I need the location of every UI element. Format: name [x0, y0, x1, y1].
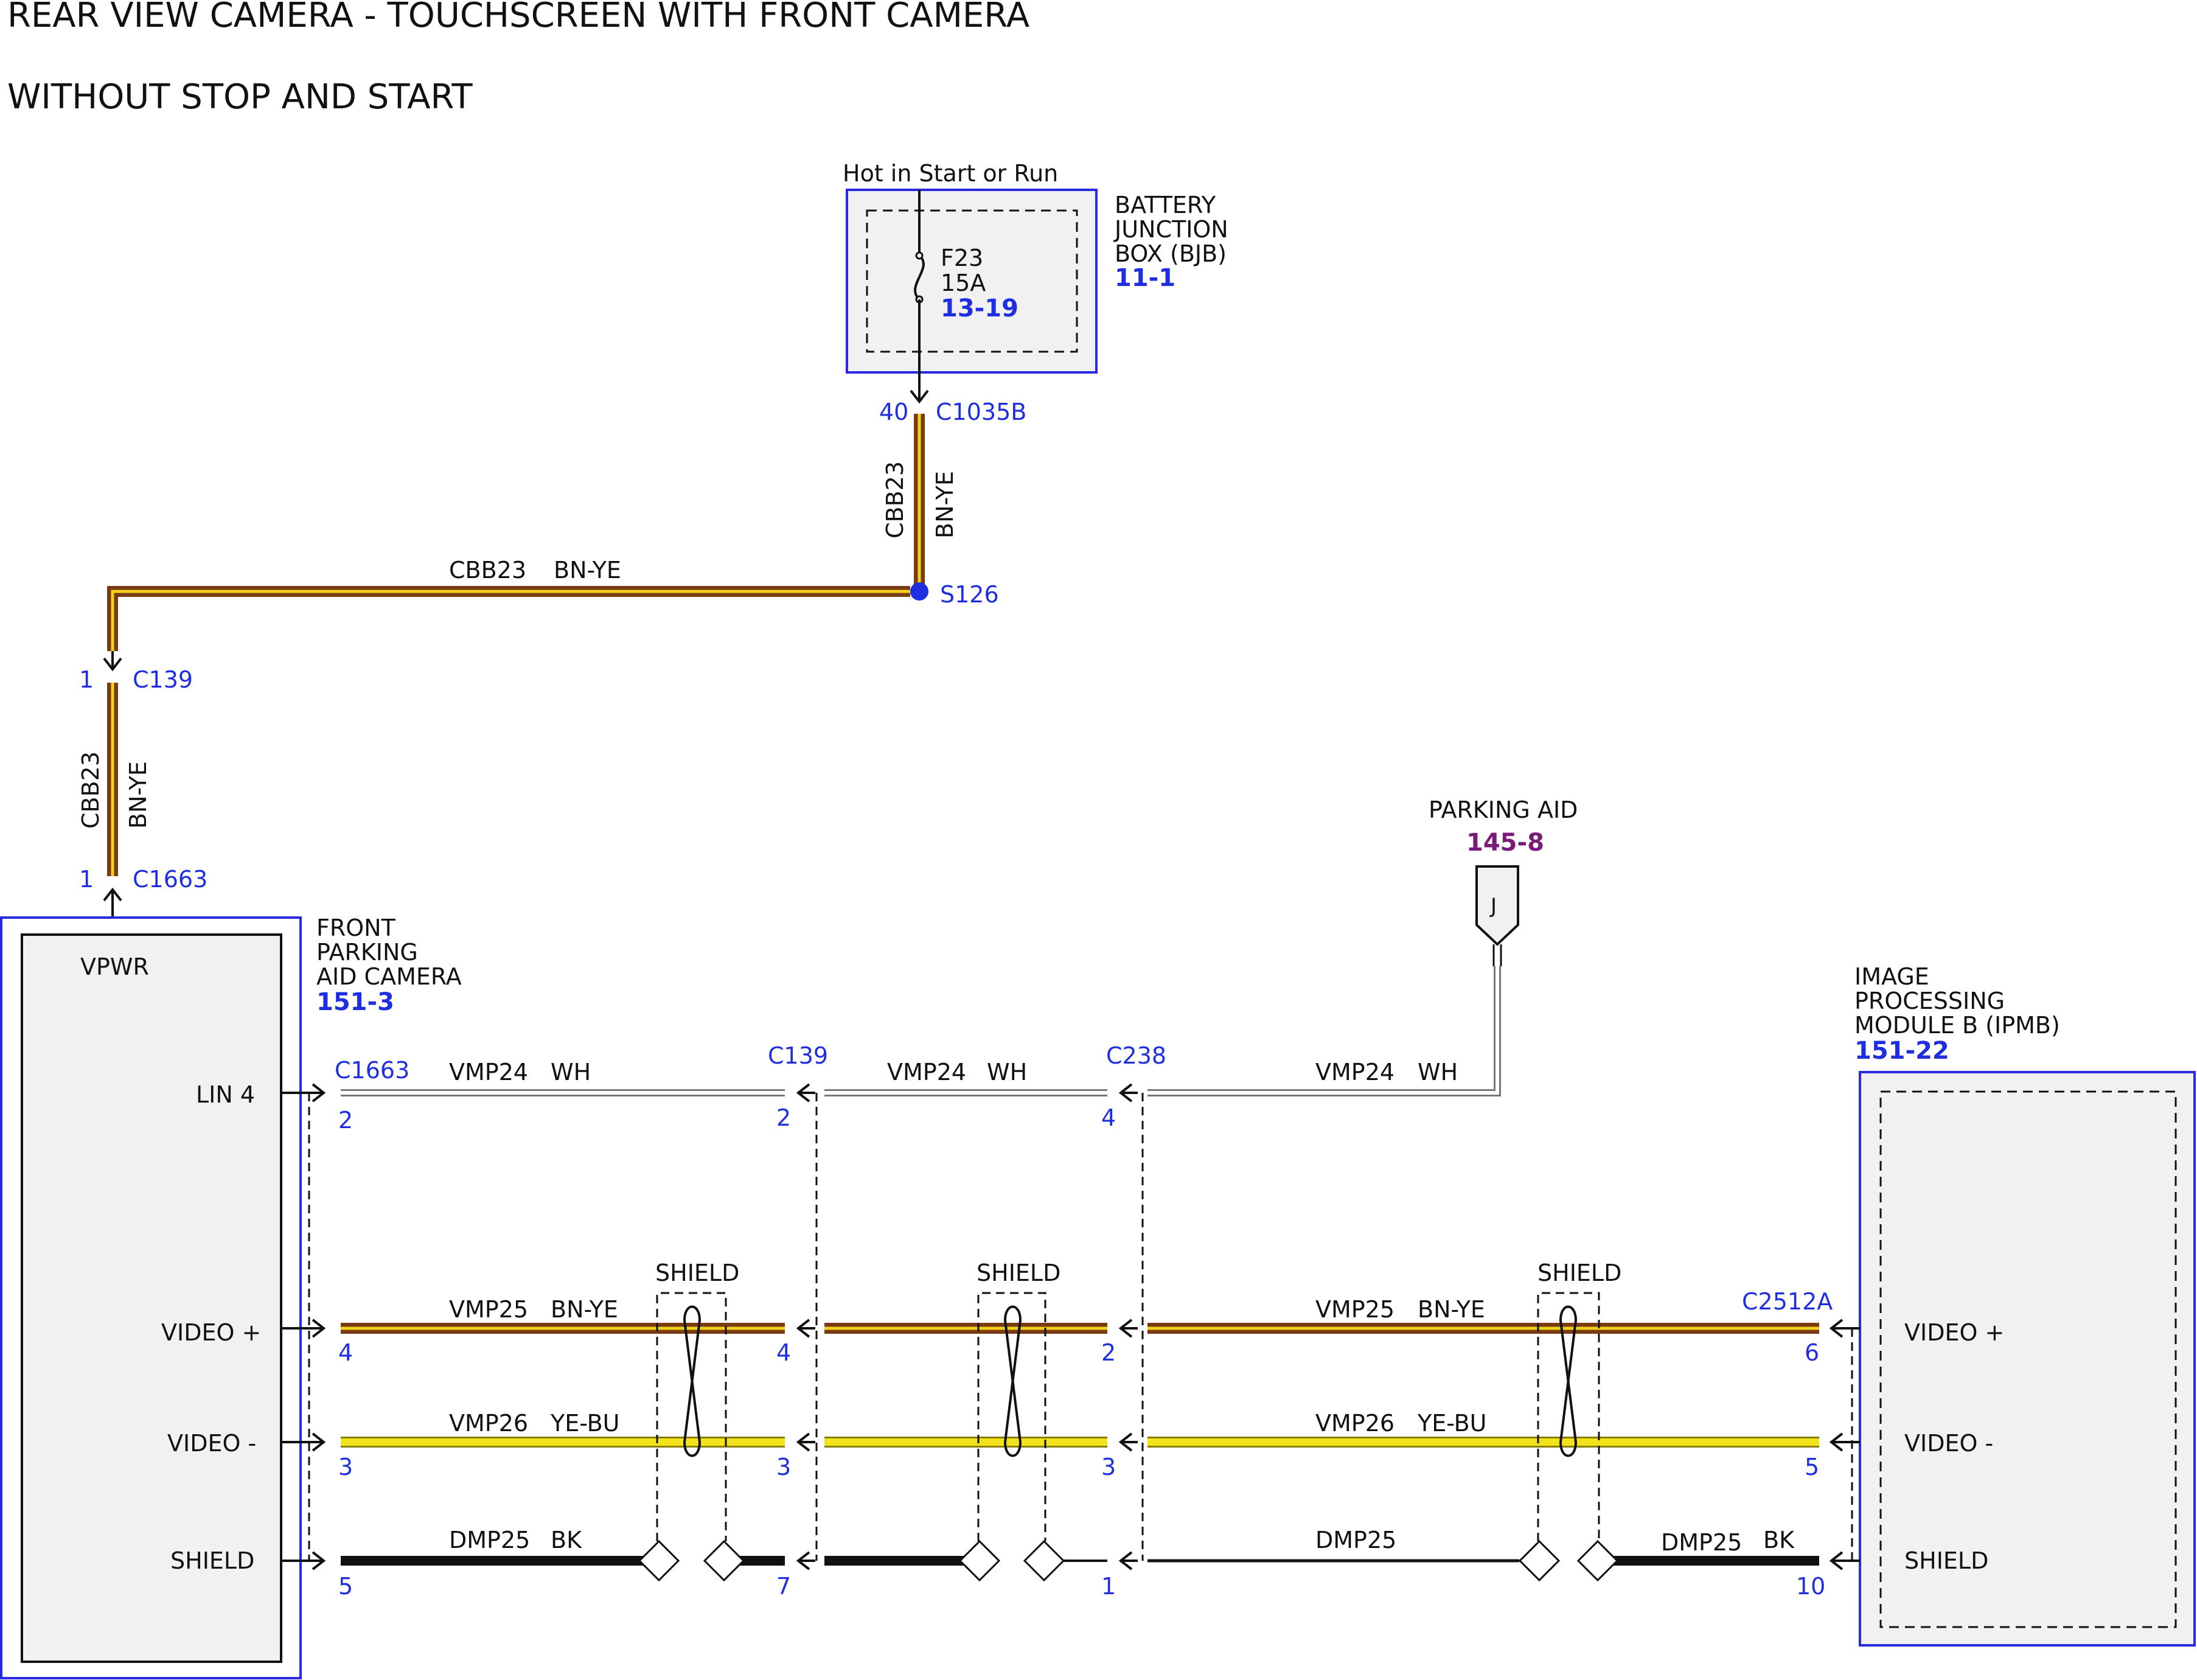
camera-page-ref[interactable]: 151-3	[316, 988, 394, 1016]
pin-c2512a-shield: 10	[1796, 1573, 1825, 1600]
parking-aid-page-ref[interactable]: 145-8	[1466, 829, 1544, 857]
wire-vneg-color-2: YE-BU	[1417, 1410, 1486, 1437]
wire-shield-color-3: BK	[1763, 1527, 1795, 1553]
shield-label-1: SHIELD	[655, 1260, 739, 1286]
wire-cbb23-color-vertical-bottom: BN-YE	[125, 761, 151, 829]
splice-s126	[910, 582, 928, 601]
pin-c139-shield: 7	[776, 1573, 791, 1600]
pin-c1663-power: 1	[79, 866, 94, 893]
connector-c238-name[interactable]: C238	[1106, 1042, 1166, 1069]
wire-lin-circuit-1: VMP24	[449, 1059, 528, 1086]
wire-vpos-circuit-1: VMP25	[449, 1296, 528, 1323]
pin-c1663-shield: 5	[338, 1573, 353, 1600]
wire-shield-circuit-2: DMP25	[1315, 1527, 1396, 1553]
wire-vneg-circuit-2: VMP26	[1315, 1410, 1394, 1437]
connector-c2512a-name[interactable]: C2512A	[1742, 1288, 1833, 1315]
ipmb-page-ref[interactable]: 151-22	[1854, 1037, 1949, 1065]
splice-s126-label: S126	[940, 581, 999, 608]
wire-vpos-circuit-2: VMP25	[1315, 1296, 1394, 1323]
fuse-name: F23	[941, 245, 983, 271]
ipmb-name-line1: IMAGE	[1854, 963, 1929, 990]
wire-lin-color-3: WH	[1418, 1059, 1458, 1086]
camera-module-box	[21, 933, 282, 1663]
wire-lin-color-2: WH	[987, 1059, 1027, 1086]
wire-vneg-circuit-1: VMP26	[449, 1410, 528, 1437]
pin-c2512a-vpos: 6	[1805, 1339, 1819, 1366]
shield-group-2	[977, 1292, 1046, 1541]
pin-c1663-lin: 2	[338, 1107, 353, 1134]
wire-vpos-color-1: BN-YE	[551, 1296, 618, 1323]
wire-lin-circuit-3: VMP24	[1315, 1059, 1394, 1086]
pin-c238-vneg: 3	[1101, 1454, 1116, 1480]
pin-c139-lin: 2	[776, 1104, 791, 1131]
shield-group-3	[1537, 1292, 1600, 1541]
fuse-ref[interactable]: 13-19	[941, 295, 1018, 322]
bjb-page-ref[interactable]: 11-1	[1115, 264, 1175, 292]
camera-name-line2: PARKING	[316, 939, 418, 966]
pin-c139-power: 1	[79, 666, 94, 693]
bjb-name-line2: JUNCTION	[1113, 216, 1228, 243]
camera-pin-video-neg: VIDEO -	[167, 1430, 256, 1457]
wire-cbb23-color-vertical-top: BN-YE	[931, 471, 958, 539]
wire-shield-circuit-1: DMP25	[449, 1527, 530, 1553]
ipmb-inner-box	[1879, 1090, 2177, 1628]
bjb-supply-label: Hot in Start or Run	[843, 160, 1058, 187]
pin-c238-lin: 4	[1101, 1104, 1116, 1131]
fuse-f23-icon	[914, 254, 925, 301]
camera-pin-shield: SHIELD	[170, 1547, 254, 1574]
connector-c139-power[interactable]: C139	[133, 666, 193, 693]
connector-c1663-power[interactable]: C1663	[133, 866, 207, 893]
ipmb-name-line3: MODULE B (IPMB)	[1854, 1012, 2060, 1039]
bjb-box	[846, 189, 1098, 374]
camera-pin-video-pos: VIDEO +	[161, 1319, 261, 1346]
shield-label-2: SHIELD	[977, 1260, 1060, 1286]
ipmb-pin-video-neg: VIDEO -	[1904, 1430, 1993, 1457]
parking-aid-label: PARKING AID	[1429, 796, 1578, 823]
pin-c1663-vpos: 4	[338, 1339, 353, 1366]
camera-pin-lin: LIN 4	[196, 1081, 255, 1108]
fuse-rating: 15A	[941, 270, 986, 296]
wire-vneg-color-1: YE-BU	[550, 1410, 619, 1437]
wire-shield-circuit-3: DMP25	[1661, 1529, 1742, 1556]
pin-c139-vpos: 4	[776, 1339, 791, 1366]
wire-cbb23-horizontal	[107, 586, 910, 651]
connector-c139-name[interactable]: C139	[768, 1042, 828, 1069]
shield-label-3: SHIELD	[1537, 1260, 1621, 1286]
diagram-title: REAR VIEW CAMERA - TOUCHSCREEN WITH FRON…	[7, 0, 1029, 35]
pin-c1035b: 40	[879, 399, 908, 425]
pin-c1663-vneg: 3	[338, 1454, 353, 1480]
wire-lin-color-1: WH	[551, 1059, 591, 1086]
parking-aid-jump-icon[interactable]	[1475, 865, 1519, 946]
wire-lin	[281, 966, 1501, 1096]
connector-c1663-name[interactable]: C1663	[335, 1057, 409, 1084]
pin-c2512a-vneg: 5	[1805, 1454, 1819, 1480]
ipmb-module-box	[1859, 1071, 2196, 1647]
wire-cbb23-circuit-vertical-top: CBB23	[882, 461, 908, 539]
shield-group-1	[656, 1292, 727, 1541]
wire-cbb23-circuit-vertical-bottom: CBB23	[77, 751, 104, 829]
pin-c139-vneg: 3	[776, 1454, 791, 1480]
ipmb-name-line2: PROCESSING	[1854, 988, 2005, 1014]
bjb-name-line3: BOX (BJB)	[1115, 240, 1227, 267]
ipmb-pin-video-pos: VIDEO +	[1904, 1319, 2004, 1346]
camera-name-line1: FRONT	[316, 915, 396, 941]
wire-cbb23-color-horizontal: BN-YE	[554, 557, 621, 584]
camera-pin-vpwr: VPWR	[80, 953, 149, 980]
wire-cbb23-circuit-horizontal: CBB23	[449, 557, 526, 584]
connector-c1035b[interactable]: C1035B	[936, 399, 1026, 425]
pin-c238-shield: 1	[1101, 1573, 1116, 1600]
wire-shield-color-1: BK	[551, 1527, 582, 1553]
parking-aid-symbol: J	[1489, 894, 1497, 918]
ipmb-pin-shield: SHIELD	[1904, 1547, 1988, 1574]
diagram-subtitle: WITHOUT STOP AND START	[7, 77, 473, 117]
bjb-name-line1: BATTERY	[1115, 192, 1216, 218]
wire-lin-circuit-2: VMP24	[887, 1059, 966, 1086]
wire-vpos-color-2: BN-YE	[1418, 1296, 1485, 1323]
camera-name-line3: AID CAMERA	[316, 963, 462, 990]
pin-c238-vpos: 2	[1101, 1339, 1116, 1366]
